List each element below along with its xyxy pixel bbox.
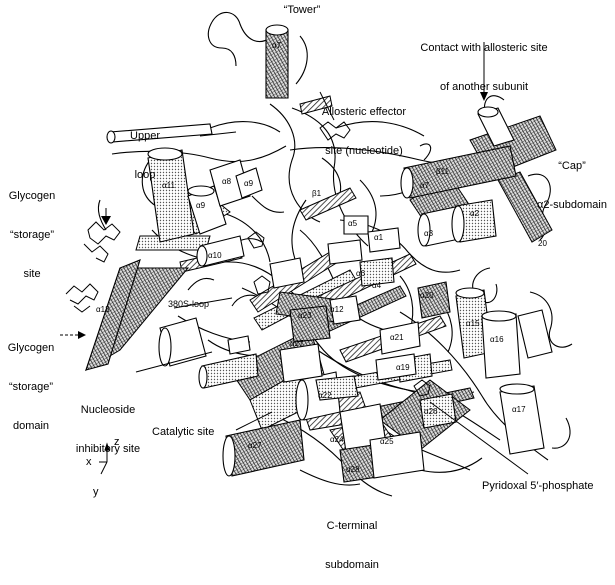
helix-label: α17 [512,405,526,414]
helix-label: α26 [424,407,438,416]
upper-loop-label-line1: Upper [130,130,160,142]
helix-label: α2 [470,209,480,218]
helix-label: α13 [96,305,110,314]
helix-label: α22 [318,391,332,400]
upper-loop-label: Upper loop [120,104,170,195]
glycogen-site-line1: Glycogen [8,190,56,202]
helix-label: α7 [272,41,282,50]
helix-label: α9 [244,179,254,188]
loop-380s-label: 380S-loop [168,299,210,309]
helix-label: α28 [346,465,360,474]
annotation-pointers [60,42,529,475]
contact-label-line2: of another subunit [439,81,529,93]
tower-label: “Tower” [283,4,321,16]
helix-label: α11 [162,181,175,190]
glycogen-site-line3: site [23,268,41,280]
helix-label: β11 [436,167,449,176]
helix-label: α10 [208,251,222,260]
helix-label: α27 [290,339,304,348]
pyridoxal-phosphate-label: Pyridoxal 5′-phosphate [482,480,594,492]
helix-label: α12 [330,305,344,314]
helix-label: α25 [380,437,394,446]
nucleoside-inhibitory-site-label: Nucleoside inhibitory site [62,378,154,469]
helix-label: α20 [420,291,434,300]
ribbon-diagram-art: α7 α11 α9 α8 α9 α10 α13 β1 β11 α7 α2 α3 … [60,11,573,497]
catalytic-site-label: Catalytic site [152,426,215,438]
helix-label: α23 [298,311,312,320]
c-terminal-label-line1: C-terminal [326,520,378,532]
helix-label: α27 [248,441,262,450]
protein-structure-diagram: α7 α11 α9 α8 α9 α10 α13 β1 β11 α7 α2 α3 … [0,4,614,571]
helix-label: α7 [420,181,430,190]
helix-label: α6 [356,269,366,278]
helix-label: α4 [372,281,382,290]
helix-label: α5 [348,219,358,228]
helix-label: α8 [222,177,232,186]
contact-label: Contact with allosteric site of another … [404,16,564,107]
pointer-arrowheads [78,92,488,339]
glycogen-domain-line1: Glycogen [7,342,55,354]
allosteric-site-label: Allosteric effector site (nucleotide) [308,80,420,171]
c-terminal-subdomain-label: C-terminal subdomain [312,494,392,585]
helix-label: α21 [390,333,404,342]
glycogen-storage-domain-label: Glycogen “storage” domain [0,316,62,446]
contact-label-line1: Contact with allosteric site [420,42,548,54]
glycogen-domain-line2: “storage” [8,381,54,393]
glycogen-domain-line3: domain [12,420,50,432]
glycogen-storage-site-label: Glycogen “storage” site [0,164,64,294]
helix-label: α15 [466,319,480,328]
helix-label: β1 [312,189,322,198]
allosteric-label-line2: site (nucleotide) [325,145,403,157]
helix-label: α1 [374,233,384,242]
helix-label: α3 [424,229,434,238]
upper-loop-label-line2: loop [134,169,156,181]
helix-label: α19 [396,363,410,372]
axis-y-label: y [93,486,99,498]
c-terminal-label-line2: subdomain [325,559,379,571]
cap-label: “Cap” α2-subdomain [530,134,614,225]
helix-label: 20 [538,239,547,248]
axis-x-label: x [86,456,92,468]
nucleoside-label-line2: inhibitory site [75,443,141,455]
axis-z-label: z [114,436,120,448]
helix-label: α24 [330,435,344,444]
helix-label: α9 [196,201,206,210]
helix-cylinders [85,24,553,483]
nucleoside-label-line1: Nucleoside [80,404,136,416]
axis-triad [99,442,110,475]
cap-label-line1: “Cap” [558,160,586,172]
cap-label-line2: α2-subdomain [537,199,607,211]
helix-label: α16 [490,335,504,344]
ligand-molecules [65,121,431,397]
helix-label-set: α7 α11 α9 α8 α9 α10 α13 β1 β11 α7 α2 α3 … [96,41,547,474]
allosteric-label-line1: Allosteric effector [321,106,407,118]
glycogen-site-line2: “storage” [9,229,55,241]
